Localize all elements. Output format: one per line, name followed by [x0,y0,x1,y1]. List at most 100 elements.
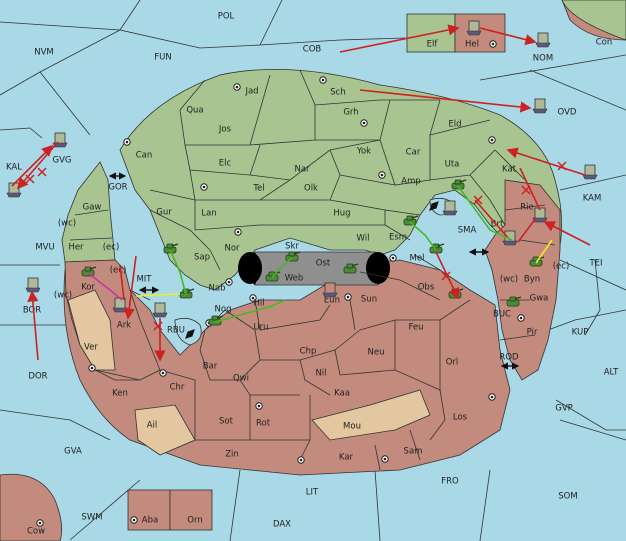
label-alt: ALT [604,368,619,378]
label-neu: Neu [368,348,385,358]
label-her: Her [68,243,84,253]
label-tel: Tel [252,184,264,194]
label-sma: SMA [458,226,477,236]
label-kaa: Kaa [334,389,350,399]
label-cob: COB [303,45,322,55]
province-ail[interactable] [134,404,196,456]
label-olk: Olk [304,184,318,194]
label-sam: Sam [404,447,423,457]
label-los: Los [453,413,468,423]
label-gvg: GVG [53,156,72,166]
northern-landmass[interactable] [119,68,563,291]
label-con: Con [596,38,613,48]
label-kat: Kat [502,165,517,175]
label-lit: LIT [306,488,319,498]
province-cow[interactable] [0,473,63,541]
label-eld: Eld [448,120,461,130]
label-bar: Bar [203,362,218,372]
label-chr: Chr [170,383,185,393]
label-kor: Kor [81,283,95,293]
fleet-unit [532,98,548,114]
label-mvu: MVU [35,243,54,253]
label-ken: Ken [112,389,128,399]
label-wil: Wil [357,234,370,244]
orders [11,24,591,370]
label-wc-north: (wc) [58,219,76,229]
label-zin: Zin [225,450,239,460]
label-ark: Ark [117,321,131,331]
province-ver[interactable] [67,289,116,371]
label-sap: Sap [194,253,210,263]
label-wc-east: (wc) [500,275,518,285]
label-dor: DOR [28,372,47,382]
label-ost: Ost [316,259,331,269]
label-orl: Orl [446,358,459,368]
label-rbu: RBU [167,326,185,336]
label-nor: Nor [224,244,240,254]
label-tei: TEI [588,259,602,269]
label-nil: Nil [315,369,326,379]
fleet-unit [25,277,41,293]
label-mit: MIT [136,275,152,285]
label-ec-west: (ec) [110,266,127,276]
label-uru: Uru [253,323,268,333]
label-fun: FUN [154,53,171,63]
label-amp: Amp [401,177,421,187]
label-nab: Nab [209,284,226,294]
label-hil: Hil [253,299,264,309]
label-gaw: Gaw [83,203,102,213]
fleet-unit [112,297,128,313]
label-kal: KAL [6,163,22,173]
label-obs: Obs [418,283,435,293]
army-unit [179,288,195,299]
label-rie: Rie [520,203,534,213]
label-web: Web [285,274,304,284]
label-lan: Lan [201,209,216,219]
label-cow: Cow [27,527,45,537]
label-ec-north: (ec) [103,243,120,253]
label-grh: Grh [343,108,358,118]
label-byn: Byn [524,275,540,285]
label-swm: SWM [81,513,102,523]
label-wc-west: (wc) [54,291,72,301]
label-uta: Uta [445,160,460,170]
label-gur: Gur [156,208,172,218]
label-sun: Sun [361,295,377,305]
label-jad: Jad [244,87,258,97]
fleet-unit [466,20,482,36]
label-nar: Nar [294,165,310,175]
label-ail: Ail [147,421,158,431]
label-gva: GVA [64,447,82,457]
label-yok: Yok [356,147,371,157]
label-pir: Pir [527,328,538,338]
label-sot: Sot [219,417,234,427]
label-qwi: Qwi [233,374,249,384]
label-eun: Eun [324,296,340,306]
label-gwa: Gwa [530,294,549,304]
label-ec-east: (ec) [553,262,570,272]
label-elc: Elc [219,159,232,169]
label-rot: Rot [256,419,271,429]
label-buc: BUC [493,310,511,320]
label-kar: Kar [339,453,354,463]
label-mel: Mel [410,254,425,264]
label-mou: Mou [343,422,361,432]
fleet-unit [582,164,598,180]
fleet-unit [442,200,458,216]
label-gor: GOR [108,183,127,193]
label-pol: POL [218,12,235,22]
label-can: Can [136,151,153,161]
label-esm: Esm [389,233,407,243]
label-rod: ROD [499,353,519,363]
label-gvp: GVP [555,404,573,414]
label-elf: Elf [427,40,439,50]
province-orn[interactable] [169,489,213,531]
fleet-unit [535,32,551,48]
label-nom: NOM [533,54,553,64]
fleet-unit [502,230,518,246]
label-nog: Nog [215,305,232,315]
label-chp: Chp [300,347,317,357]
fleet-unit [152,302,168,318]
label-ovd: OVD [558,108,577,118]
province-mou[interactable] [311,389,431,441]
